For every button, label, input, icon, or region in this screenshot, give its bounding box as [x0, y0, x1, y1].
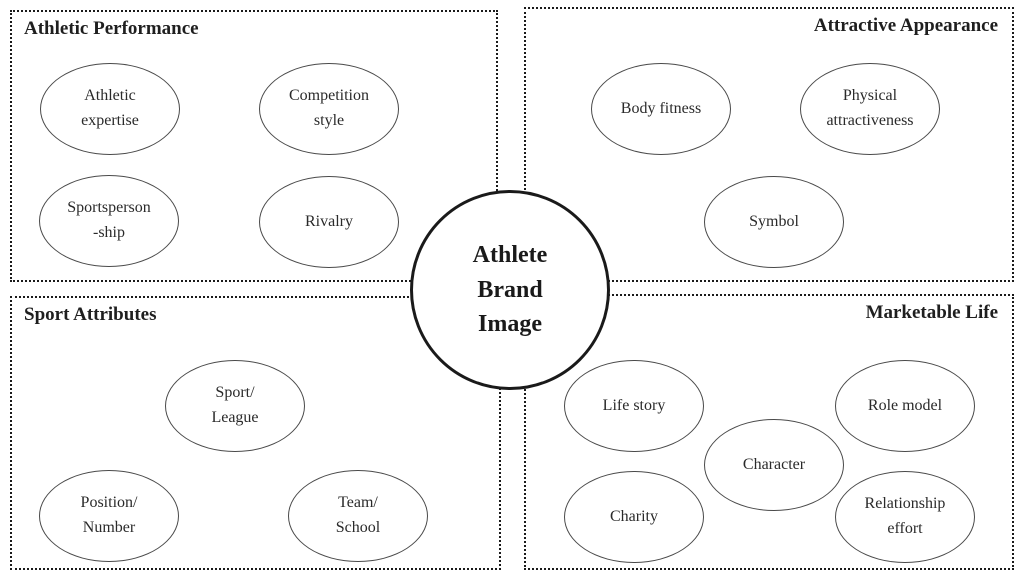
node-label: Body fitness: [620, 99, 702, 117]
node-life-story: Life story: [564, 360, 704, 452]
node-label: Charity: [610, 507, 658, 525]
node-charity: Charity: [564, 471, 704, 563]
node-label: Competition style: [289, 87, 369, 129]
quadrant-title-sport-attributes: Sport Attributes: [24, 304, 157, 325]
node-athletic-expertise: Athletic expertise: [40, 63, 180, 155]
node-label: Sport/ League: [211, 384, 259, 426]
node-role-model: Role model: [835, 360, 975, 452]
center-node-label: Athlete Brand Image: [472, 241, 548, 338]
node-character: Character: [704, 419, 844, 511]
node-label: Rivalry: [305, 212, 353, 230]
quadrant-attractive-appearance: Attractive Appearance: [524, 7, 1014, 282]
node-label: Symbol: [749, 212, 799, 230]
node-label: Athletic expertise: [81, 87, 139, 129]
node-label: Sportsperson -ship: [67, 199, 151, 241]
quadrant-title-athletic-performance: Athletic Performance: [24, 18, 199, 39]
node-label: Character: [742, 455, 806, 473]
node-label: Life story: [602, 396, 666, 414]
node-label: Position/ Number: [80, 494, 138, 536]
node-label: Team/ School: [335, 494, 381, 536]
quadrant-athletic-performance: Athletic Performance: [10, 10, 498, 282]
center-node-athlete-brand-image: Athlete Brand Image: [410, 190, 610, 390]
node-physical-attractiveness: Physical attractiveness: [800, 63, 940, 155]
node-competition-style: Competition style: [259, 63, 399, 155]
node-label: Role model: [867, 396, 943, 414]
quadrant-sport-attributes: Sport Attributes: [10, 296, 501, 570]
node-body-fitness: Body fitness: [591, 63, 731, 155]
node-sportspersonship: Sportsperson -ship: [39, 175, 179, 267]
node-label: Relationship effort: [864, 495, 946, 537]
quadrant-title-marketable-life: Marketable Life: [865, 302, 998, 323]
quadrant-title-attractive-appearance: Attractive Appearance: [813, 15, 998, 36]
quadrant-marketable-life: Marketable Life: [524, 294, 1014, 570]
node-rivalry: Rivalry: [259, 176, 399, 268]
node-team-school: Team/ School: [288, 470, 428, 562]
node-position-number: Position/ Number: [39, 470, 179, 562]
node-sport-league: Sport/ League: [165, 360, 305, 452]
node-label: Physical attractiveness: [826, 87, 914, 129]
node-symbol: Symbol: [704, 176, 844, 268]
node-relationship-effort: Relationship effort: [835, 471, 975, 563]
